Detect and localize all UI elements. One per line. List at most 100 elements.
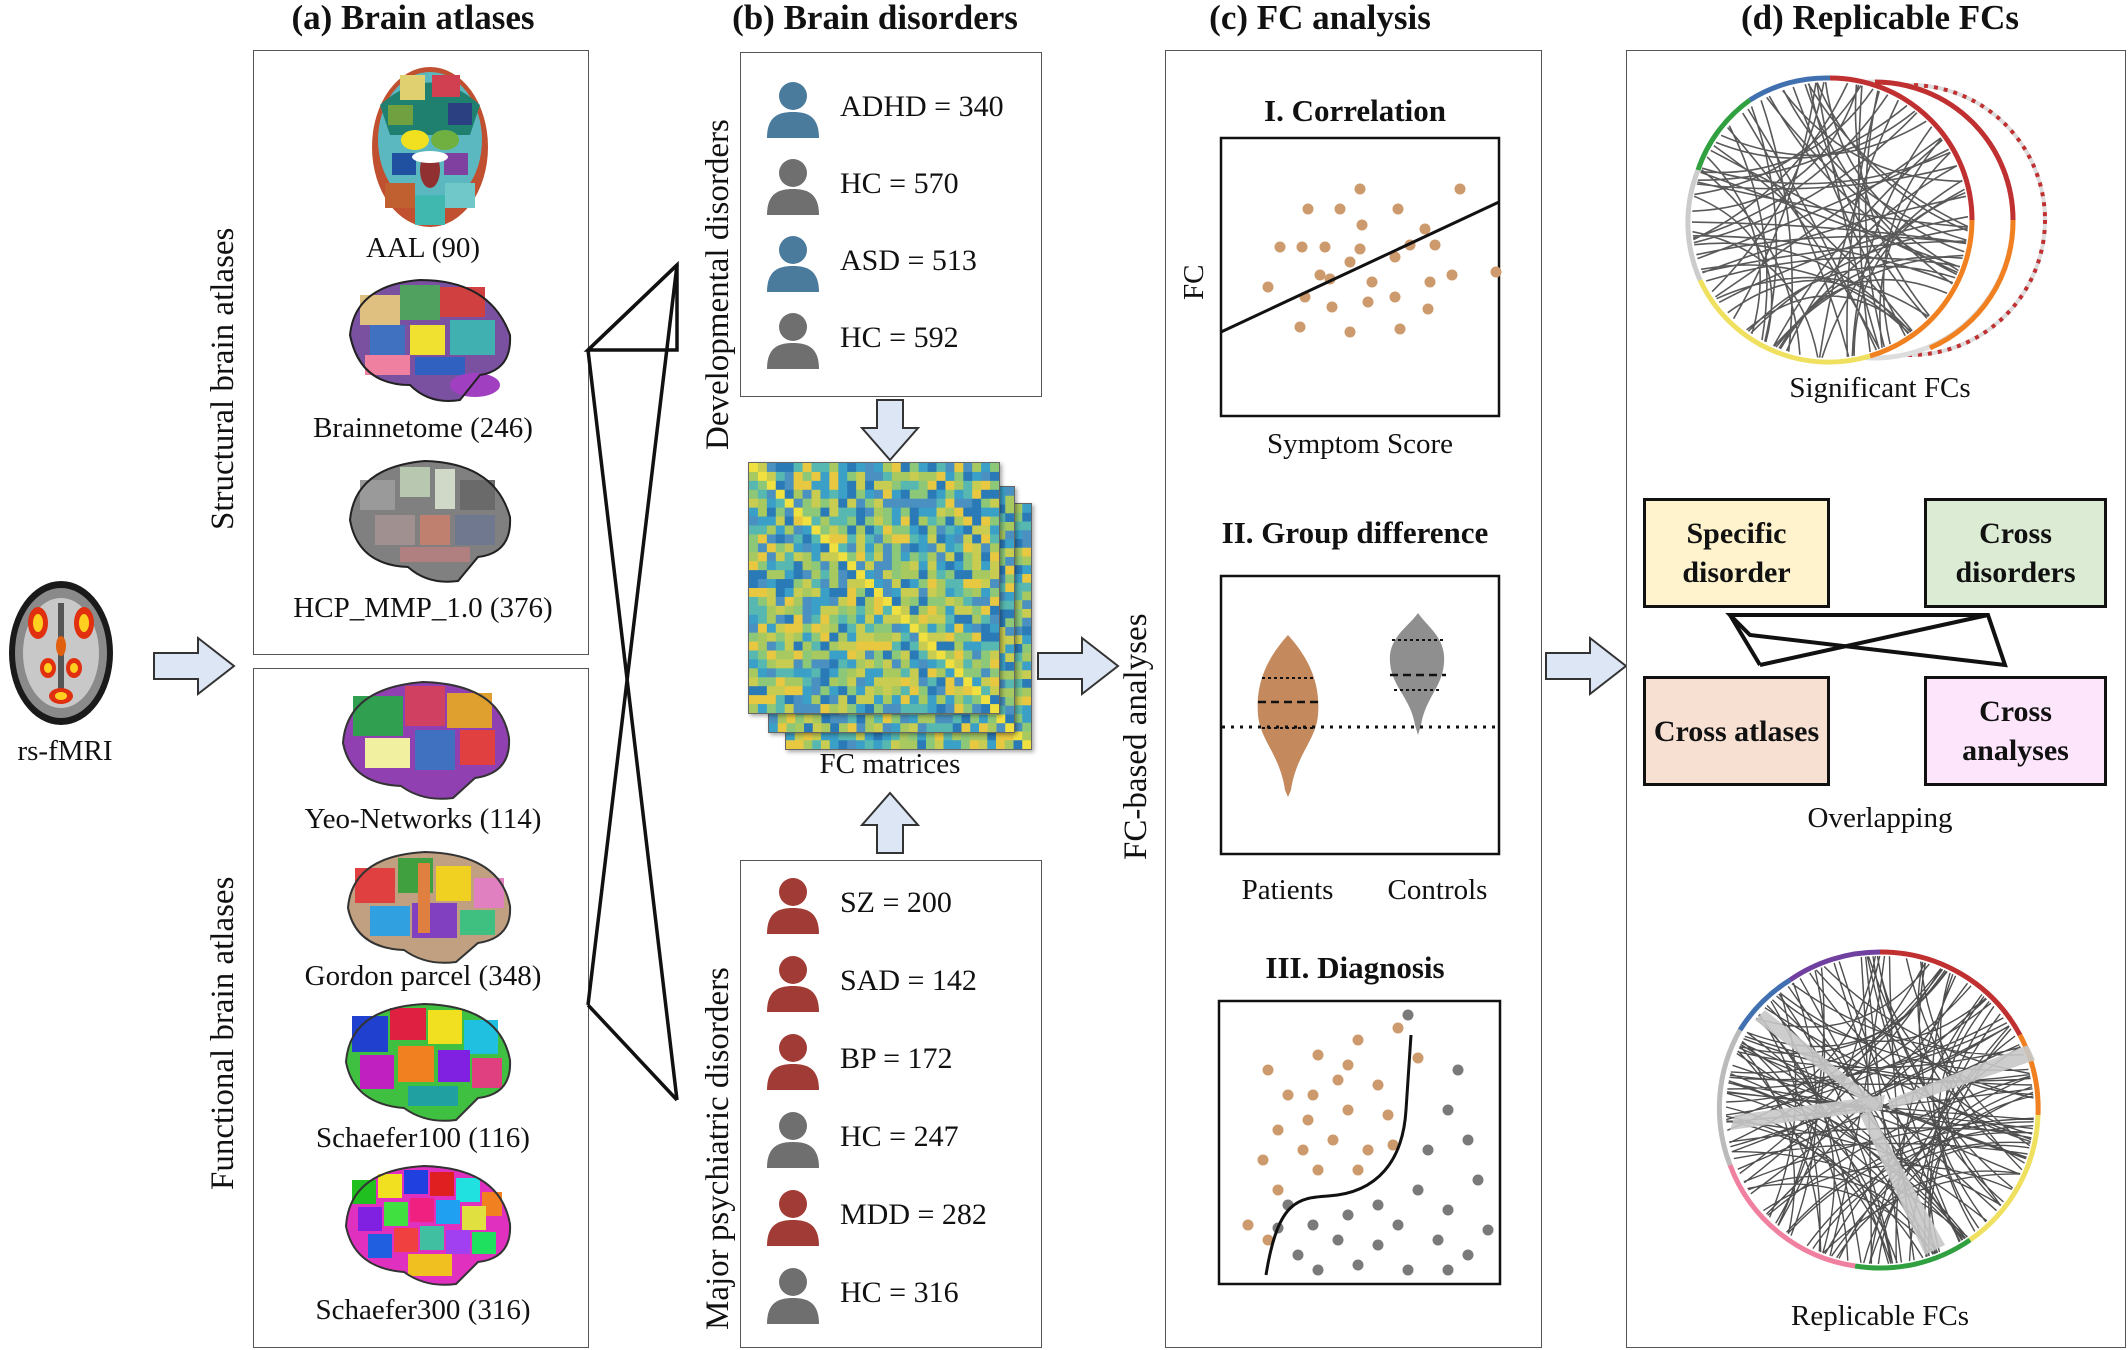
box-cross-analyses: Cross analyses (1924, 676, 2107, 786)
scatter-point (1314, 269, 1326, 281)
yeo-atlas-image (335, 678, 515, 803)
section-title-disorders: (b) Brain disorders (732, 0, 1018, 37)
control-point (1452, 1064, 1464, 1076)
hcp-mmp-atlas-image (340, 455, 515, 590)
scatter-point (1326, 301, 1338, 313)
atlas-label-hcp-mmp: HCP_MMP_1.0 (376) (293, 592, 553, 624)
patient-point (1272, 1124, 1284, 1136)
control-point (1432, 1234, 1444, 1246)
patient-point (1282, 1089, 1294, 1101)
atlas-label-schaefer100: Schaefer100 (116) (316, 1122, 530, 1154)
fc-matrices-label: FC matrices (819, 748, 961, 780)
patient-point (1262, 1064, 1274, 1076)
control-point (1352, 1259, 1364, 1271)
diagnosis-plot (1217, 999, 1502, 1286)
control-person-icon (765, 157, 821, 217)
control-point (1482, 1224, 1494, 1236)
scatter-point (1344, 256, 1356, 268)
arrow-dev-to-matrices (859, 399, 921, 462)
patient-point (1307, 1089, 1319, 1101)
significant-fcs-label: Significant FCs (1789, 372, 1971, 404)
gordon-atlas-image (340, 848, 515, 966)
patient-point (1342, 1059, 1354, 1071)
replicable-fc-circle (1716, 949, 2041, 1271)
correlation-title: I. Correlation (1264, 93, 1446, 128)
control-point (1342, 1209, 1354, 1221)
patient-point (1382, 1109, 1394, 1121)
group-difference-title: II. Group difference (1221, 515, 1489, 550)
control-point (1462, 1134, 1474, 1146)
functional-atlas-label: Functional brain atlases (205, 876, 241, 1190)
patient-person-icon (765, 80, 821, 140)
group-size-label: HC = 592 (840, 321, 959, 354)
control-point (1442, 1204, 1454, 1216)
section-title-atlases: (a) Brain atlases (291, 0, 535, 37)
control-point (1292, 1249, 1304, 1261)
scatter-point (1446, 269, 1458, 281)
atlas-label-aal: AAL (90) (365, 232, 481, 264)
scatter-point (1490, 266, 1502, 278)
overlap-connector (1725, 613, 2008, 668)
scatter-point (1356, 219, 1368, 231)
fc-chord-bundle (1691, 81, 1969, 359)
control-point (1392, 1219, 1404, 1231)
box-cross-disorders: Cross disorders (1924, 498, 2107, 608)
group-size-label: BP = 172 (840, 1042, 953, 1075)
patient-point (1312, 1049, 1324, 1061)
psychiatric-disorders-panel (740, 860, 1042, 1348)
group-controls-label: Controls (1387, 874, 1488, 906)
patient-person-icon (765, 954, 821, 1014)
scatter-point (1274, 241, 1286, 253)
scatter-point (1389, 251, 1401, 263)
patient-point (1297, 1144, 1309, 1156)
atlas-disorder-connector (583, 260, 679, 1102)
overlapping-label: Overlapping (1807, 802, 1953, 834)
aal-atlas-image (370, 65, 490, 230)
control-person-icon (765, 311, 821, 371)
psychiatric-disorders-label: Major psychiatric disorders (700, 967, 736, 1330)
patient-person-icon (765, 1188, 821, 1248)
scatter-point (1302, 203, 1314, 215)
group-size-label: HC = 570 (840, 167, 959, 200)
scatter-point (1366, 276, 1378, 288)
control-point (1422, 1144, 1434, 1156)
scatter-point (1344, 326, 1356, 338)
patient-point (1392, 1022, 1404, 1034)
control-point (1472, 1174, 1484, 1186)
control-point (1307, 1219, 1319, 1231)
patient-point (1387, 1139, 1399, 1151)
scatter-point (1334, 203, 1346, 215)
patient-point (1327, 1134, 1339, 1146)
scatter-point (1389, 291, 1401, 303)
atlas-label-brainnetome: Brainnetome (246) (313, 412, 533, 444)
correlation-ylabel: FC (1178, 264, 1210, 300)
diagnosis-title: III. Diagnosis (1265, 950, 1445, 985)
scatter-point (1296, 241, 1308, 253)
group-patients-label: Patients (1241, 874, 1334, 906)
scatter-point (1354, 243, 1366, 255)
group-difference-plot (1219, 574, 1501, 856)
patient-point (1352, 1034, 1364, 1046)
control-point (1312, 1264, 1324, 1276)
correlation-plot (1219, 136, 1502, 418)
patient-point (1302, 1114, 1314, 1126)
scatter-point (1422, 303, 1434, 315)
scatter-point (1429, 239, 1441, 251)
section-title-replicable: (d) Replicable FCs (1740, 0, 2020, 37)
patient-person-icon (765, 234, 821, 294)
scatter-point (1419, 223, 1431, 235)
replicable-fcs-label: Replicable FCs (1790, 1300, 1969, 1332)
arrow-psy-to-matrices (859, 791, 921, 854)
correlation-xlabel: Symptom Score (1266, 428, 1454, 460)
control-point (1442, 1104, 1454, 1116)
arrow-analysis-to-replicable (1545, 635, 1628, 697)
patient-point (1262, 1234, 1274, 1246)
control-point (1332, 1234, 1344, 1246)
patient-point (1242, 1219, 1254, 1231)
scatter-point (1454, 183, 1466, 195)
schaefer100-atlas-image (338, 1000, 516, 1125)
control-point (1372, 1199, 1384, 1211)
patient-person-icon (765, 1032, 821, 1092)
scatter-point (1319, 241, 1331, 253)
control-point (1402, 1264, 1414, 1276)
